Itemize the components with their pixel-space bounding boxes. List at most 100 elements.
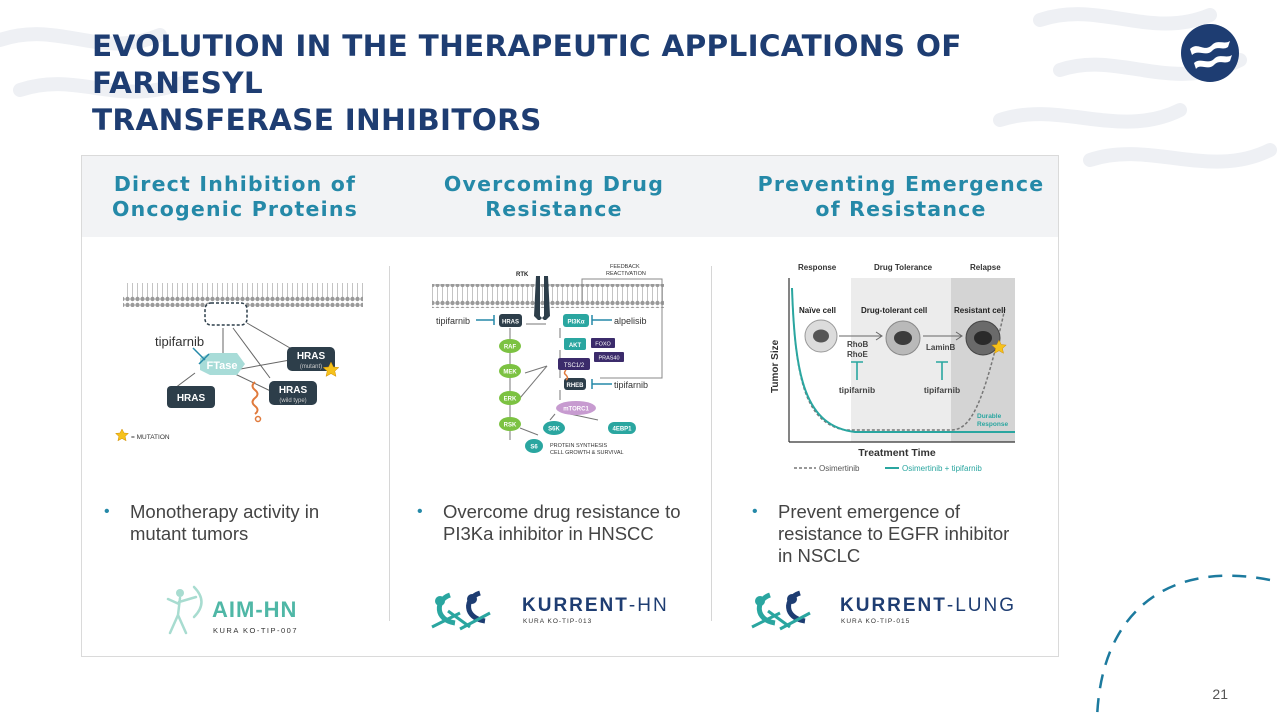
farnesyl-chain-icon: [563, 369, 569, 381]
tsc-node: [558, 358, 590, 370]
tolerant-cell-icon: [885, 320, 921, 356]
bullet-dot-icon: •: [417, 503, 423, 520]
s6-node: [525, 439, 543, 453]
hras-wildtype-sub: (wild type): [279, 398, 306, 404]
arrow-icon: [839, 331, 883, 341]
combination-line: [791, 287, 1015, 433]
tsc-label: TSC1/2: [564, 363, 585, 369]
page-number: 21: [1212, 686, 1228, 702]
s6k-label: S6K: [548, 427, 560, 433]
naive-cell-label: Naïve cell: [799, 306, 836, 315]
aim-hn-text: AIM-HN: [212, 597, 297, 622]
membrane-anchor-box: [204, 302, 248, 326]
mek-label: MEK: [503, 370, 517, 376]
rhob-label: RhoB: [847, 340, 869, 349]
4ebp1-node: [608, 422, 636, 434]
mutation-legend: = MUTATION: [131, 434, 170, 441]
durable-response-label-2: Response: [977, 421, 1008, 428]
y-axis-label: Tumor Size: [770, 339, 781, 393]
kurrent-hn-sub: KURA KO-TIP-013: [523, 618, 592, 625]
hras-mutant-label: HRAS: [297, 351, 326, 362]
feedback-label: FEEDBACK: [610, 264, 640, 270]
cell-growth-note: CELL GROWTH & SURVIVAL: [550, 450, 624, 456]
naive-cell-icon: [804, 319, 838, 353]
logo-kurrent-lung: KURRENT-LUNG KURA KO-TIP-015: [751, 590, 1016, 631]
hras-wildtype-node: [269, 381, 317, 405]
phase-response-label: Response: [798, 263, 837, 272]
arrow-icon: [923, 331, 963, 341]
column-divider: [389, 266, 390, 621]
pi3k-node: [563, 314, 589, 327]
mek-node: [499, 364, 521, 378]
4ebp1-label: 4EBP1: [612, 427, 632, 433]
rtk-label: RTK: [516, 272, 529, 278]
inhibition-bar-icon: [936, 361, 948, 380]
pras40-label: PRAS40: [598, 356, 619, 362]
mtorc1-node: [556, 401, 596, 415]
bullet-dot-icon: •: [752, 503, 758, 520]
mutation-star-icon: [322, 361, 340, 377]
diagram-ftase-inhibition: FTase tipifarnib HRAS HRAS (mutant) HRAS…: [115, 283, 363, 442]
bullet-monotherapy: • Monotherapy activity in mutant tumors: [104, 501, 320, 544]
raf-node: [499, 339, 521, 353]
kurrent-lung-text: KURRENT-LUNG: [840, 595, 1016, 616]
rheb-label: RHEB: [566, 383, 584, 389]
hras-mutant-sub: (mutant): [300, 364, 322, 370]
runners-icon: [431, 590, 491, 631]
protein-synthesis-note: PROTEIN SYNTHESIS: [550, 443, 607, 449]
tolerant-cell-label: Drug-tolerant cell: [861, 306, 927, 315]
phase-tolerance-region: [851, 278, 951, 442]
akt-label: AKT: [569, 343, 582, 349]
rsk-label: RSK: [504, 423, 517, 429]
akt-node: [564, 338, 586, 350]
rtk-receptor-icon: [534, 276, 550, 320]
inhibition-arrow-icon: [192, 347, 210, 365]
archer-figure-icon: [166, 585, 203, 635]
hras-node: [167, 386, 215, 408]
tipifarnib-label: tipifarnib: [924, 385, 960, 395]
kurrent-hn-text: KURRENT-HN: [522, 595, 669, 616]
x-axis-label: Treatment Time: [858, 447, 936, 459]
tipifarnib-label: tipifarnib: [839, 385, 875, 395]
diagram-tumor-size-over-time: Response Drug Tolerance Relapse Naïve ce…: [770, 263, 1015, 473]
raf-label: RAF: [504, 345, 517, 351]
mutation-star-icon: [991, 339, 1007, 354]
alpelisib-label: alpelisib: [614, 316, 647, 326]
tipifarnib-right-label: tipifarnib: [614, 380, 648, 390]
tipifarnib-left-label: tipifarnib: [436, 316, 470, 326]
mtorc1-label: mTORC1: [563, 407, 589, 413]
rhoe-label: RhoE: [847, 350, 869, 359]
company-logo-icon: [1181, 24, 1239, 82]
panel-header: [82, 156, 1058, 237]
ftase-node: [200, 353, 245, 375]
feedback-label-2: REACTIVATION: [606, 271, 646, 277]
phase-relapse-region: [951, 278, 1015, 442]
feedback-arrow: [581, 278, 663, 379]
s6k-node: [543, 421, 565, 435]
aim-hn-sub: KURA KO-TIP-007: [213, 626, 298, 635]
rheb-node: [564, 378, 586, 390]
runners-icon: [751, 590, 811, 631]
logo-aim-hn: AIM-HN KURA KO-TIP-007: [166, 585, 298, 635]
farnesyl-chain-icon: [251, 381, 259, 415]
hras-label: HRAS: [177, 393, 206, 404]
ftase-label: FTase: [207, 360, 238, 372]
inhibition-bar-icon: [591, 379, 612, 389]
resistant-cell-label: Resistant cell: [954, 306, 1006, 315]
pras40-node: [594, 352, 624, 362]
diagram-pi3k-pathway: RTK FEEDBACK REACTIVATION HRAS PI3Kα tip…: [432, 264, 664, 456]
rsk-node: [499, 417, 521, 431]
inhibition-bar-icon: [851, 361, 863, 380]
legend-combination: Osimertinib + tipifarnib: [902, 464, 982, 473]
resistant-cell-icon: [965, 320, 1001, 356]
durable-response-label: Durable: [977, 413, 1002, 420]
tipifarnib-label: tipifarnib: [155, 334, 204, 349]
inhibition-bar-icon: [591, 315, 612, 325]
laminb-label: LaminB: [926, 343, 956, 352]
erk-node: [499, 391, 521, 405]
legend-osimertinib: Osimertinib: [819, 464, 860, 473]
foxo-node: [591, 338, 615, 348]
